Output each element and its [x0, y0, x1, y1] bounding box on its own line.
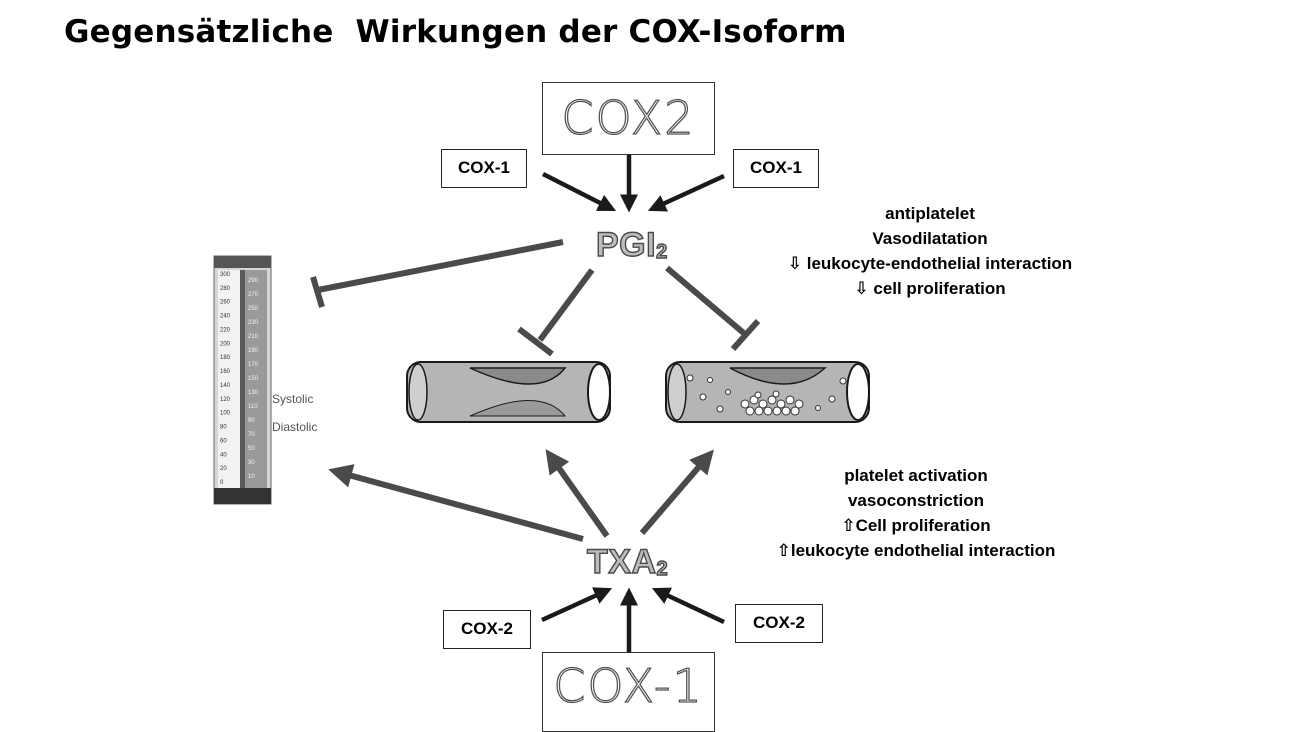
arrow-txa2-to-gauge	[328, 464, 584, 542]
gauge-left-tick-label: 120	[220, 397, 231, 403]
page-title: Gegensätzliche Wirkungen der COX-Isoform	[64, 14, 847, 50]
arrow-txa2-to-vessel-right	[639, 449, 714, 535]
cox1-box-right: COX-1	[733, 149, 819, 188]
cox2-box-right: COX-2	[735, 604, 823, 643]
arrow-cox1-right-to-pgi2	[647, 173, 725, 212]
arrow-cox2-left-to-txa2	[541, 587, 613, 623]
txa2-label: TXA2	[586, 542, 669, 582]
gauge-right-tick-label: 150	[248, 376, 259, 382]
inhibit-pgi2-gauge-bar	[310, 276, 325, 308]
gauge-systolic-label: Systolic	[272, 392, 314, 406]
gauge-right-tick-label: 110	[248, 404, 258, 410]
pgi2-main: PGI	[595, 225, 657, 264]
gauge-left-tick-label: 100	[220, 411, 231, 417]
gauge-left-tick-label: 180	[220, 355, 231, 361]
arrow-cox2-right-to-txa2	[651, 587, 725, 625]
gauge-left-tick-label: 40	[220, 452, 227, 458]
gauge-right-tick-label: 70	[248, 432, 255, 438]
pgi2-label: PGI2	[595, 225, 668, 265]
cox1-handwritten-label: COX-1	[553, 659, 704, 713]
gauge-left-tick-label: 200	[220, 341, 231, 347]
gauge-right-tick-label: 250	[248, 306, 259, 312]
gauge-right-tick-label: 190	[248, 348, 259, 354]
gauge-mercury-column	[240, 270, 245, 490]
inhibit-pgi2-vessel-left-bar	[517, 326, 554, 357]
gauge-left-tick-label: 60	[220, 438, 227, 444]
gauge-right-tick-label: 10	[248, 474, 255, 480]
txa2-effects-list: platelet activation vasoconstriction ⇧Ce…	[726, 463, 1106, 563]
gauge-right-tick-label: 50	[248, 446, 255, 452]
gauge-right-tick-label: 30	[248, 460, 255, 466]
gauge-left-tick-label: 280	[220, 286, 231, 292]
gauge-left-tick-label: 80	[220, 425, 227, 431]
cox1-box-left: COX-1	[441, 149, 527, 188]
inhibit-pgi2-vessel-right	[665, 265, 748, 338]
gauge-right-tick-label: 230	[248, 320, 259, 326]
inhibit-pgi2-vessel-right-bar	[730, 319, 761, 351]
txa2-effect: ⇧Cell proliferation	[841, 516, 991, 535]
gauge-right-tick-label: 270	[248, 292, 259, 298]
vessel-right	[665, 361, 870, 423]
gauge-left-tick-label: 240	[220, 314, 231, 320]
inhibit-pgi2-gauge	[317, 239, 564, 293]
gauge-right-tick-label: 210	[248, 334, 259, 340]
gauge-right-tick-label: 90	[248, 418, 255, 424]
gauge-right-tick-label: 130	[248, 390, 259, 396]
cox2-handwritten-box: COX2	[542, 82, 715, 155]
pgi2-effect: ⇩ cell proliferation	[854, 279, 1006, 298]
pgi2-subscript: 2	[655, 240, 668, 263]
gauge-left-tick-label: 220	[220, 327, 231, 333]
pgi2-effect: Vasodilatation	[872, 229, 988, 248]
gauge-left-tick-label: 0	[220, 480, 224, 486]
cox2-box-left: COX-2	[443, 610, 531, 649]
gauge-left-tick-label: 140	[220, 383, 231, 389]
pgi2-effect: antiplatelet	[885, 204, 975, 223]
gauge-diastolic-label: Diastolic	[272, 420, 318, 434]
gauge-left-column	[218, 270, 240, 490]
gauge-left-tick-label: 160	[220, 369, 231, 375]
gauge-body	[213, 255, 272, 505]
gauge-right-tick-label: 290	[248, 278, 259, 284]
gauge-right-column	[245, 270, 267, 490]
cox1-handwritten-box: COX-1	[542, 652, 715, 732]
txa2-subscript: 2	[656, 557, 669, 580]
gauge-base	[214, 488, 271, 504]
txa2-effect: vasoconstriction	[847, 491, 985, 510]
gauge-left-tick-label: 300	[220, 272, 231, 278]
gauge-top-cap	[214, 256, 271, 268]
pgi2-effect: ⇩ leukocyte-endothelial interaction	[787, 254, 1073, 273]
gauge-right-tick-label: 170	[248, 362, 259, 368]
cox2-handwritten-label: COX2	[561, 91, 696, 145]
txa2-effect: ⇧leukocyte endothelial interaction	[776, 541, 1056, 560]
arrow-cox1-left-to-pgi2	[541, 171, 617, 212]
pgi2-effects-list: antiplatelet Vasodilatation ⇩ leukocyte-…	[740, 201, 1120, 301]
vessel-left	[406, 361, 611, 423]
txa2-main: TXA	[586, 542, 657, 581]
gauge-left-tick-label: 260	[220, 300, 231, 306]
inhibit-pgi2-vessel-left	[537, 268, 595, 342]
arrow-txa2-to-vessel-left	[545, 449, 610, 538]
gauge-left-tick-label: 20	[220, 466, 227, 472]
txa2-effect: platelet activation	[844, 466, 988, 485]
